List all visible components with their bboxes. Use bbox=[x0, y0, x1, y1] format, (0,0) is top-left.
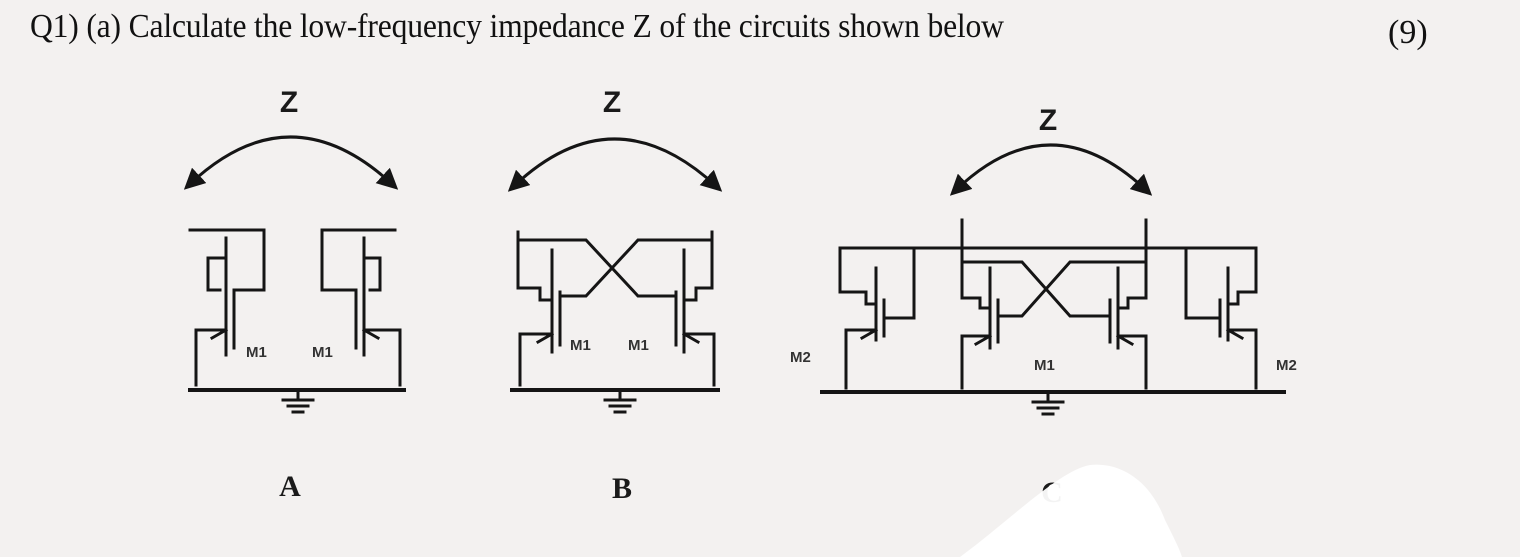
transistor-m1-left-c bbox=[960, 246, 1000, 390]
transistor-m1-right-c bbox=[1108, 246, 1148, 390]
terminals-c bbox=[960, 218, 1148, 250]
label-m1-b-right: M1 bbox=[628, 337, 649, 354]
transistor-m1-left-b bbox=[516, 230, 562, 387]
label-m1-b-left: M1 bbox=[570, 337, 591, 354]
impedance-arrow-a bbox=[183, 135, 399, 190]
transistor-m1-left-a bbox=[188, 228, 266, 387]
transistor-m2-right-c bbox=[1184, 246, 1258, 390]
cross-coupling-c bbox=[960, 260, 1148, 318]
impedance-arrow-c bbox=[949, 143, 1153, 196]
question-marks: (9) bbox=[1388, 14, 1428, 51]
caption-b: B bbox=[612, 472, 632, 505]
question-text: Q1) (a) Calculate the low-frequency impe… bbox=[30, 8, 1004, 45]
transistor-m1-right-a bbox=[320, 228, 402, 387]
label-m1-a-right: M1 bbox=[312, 344, 333, 361]
label-m2-c-right: M2 bbox=[1276, 357, 1297, 374]
ground-symbol-a bbox=[281, 390, 315, 414]
impedance-arrow-b bbox=[507, 137, 723, 192]
label-m2-c-left: M2 bbox=[790, 349, 811, 366]
label-m1-a-left: M1 bbox=[246, 344, 267, 361]
impedance-label-c: Z bbox=[1039, 104, 1057, 137]
marker-scribble bbox=[960, 464, 1182, 557]
transistor-m2-left-c bbox=[838, 246, 916, 390]
transistor-m1-right-b bbox=[674, 230, 716, 387]
ground-symbol-b bbox=[603, 390, 637, 414]
label-m1-c: M1 bbox=[1034, 357, 1055, 374]
circuit-b: Z M1 M1 B bbox=[507, 86, 723, 505]
impedance-label-b: Z bbox=[603, 86, 621, 119]
ground-symbol-c bbox=[1031, 392, 1065, 416]
circuit-c: Z bbox=[790, 104, 1297, 509]
cross-coupling-b bbox=[516, 238, 714, 298]
circuit-a: Z M1 M1 A bbox=[183, 86, 406, 503]
caption-a: A bbox=[279, 470, 301, 503]
impedance-label-a: Z bbox=[280, 86, 298, 119]
